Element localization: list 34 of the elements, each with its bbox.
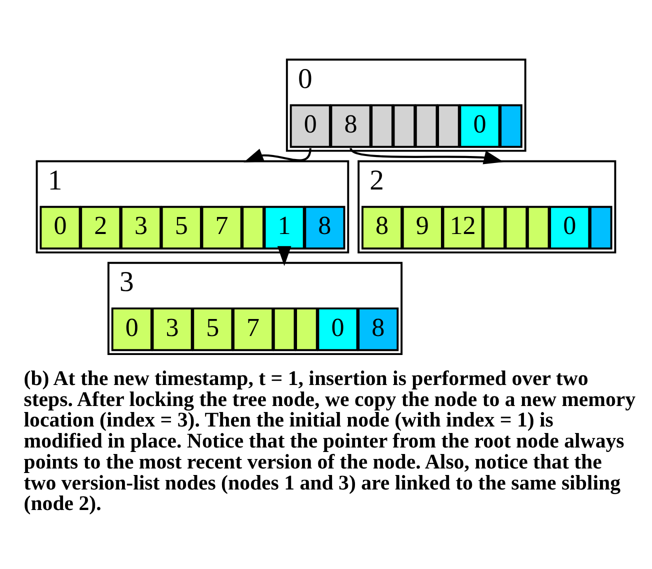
node-box: 7: [232, 306, 274, 351]
node-box: 8: [358, 306, 399, 351]
node-box: 3: [120, 205, 162, 249]
caption: (b) At the new timestamp, t = 1, insertion is performed over two steps. After locking the tree node, we copy the node to a new memory location (index = 3). Then the initial node (with index = 1) is modified in place. Notice that the pointer from the root node always points to the most recent version of the node. Also, notice that the two version-list nodes (nodes 1 and 3) are linked to the same sibling (node 2).: [24, 366, 636, 515]
node-box: 0: [317, 306, 358, 351]
node-box: 0: [111, 306, 152, 351]
node-box: [526, 205, 550, 249]
node-box: [242, 205, 264, 249]
node-box: [504, 205, 528, 249]
node-box: [437, 104, 460, 148]
node-box: [370, 104, 394, 148]
node-box: 8: [304, 205, 346, 249]
node-box: 2: [80, 205, 122, 249]
node-box: [272, 306, 296, 351]
node-box: 0: [290, 104, 331, 148]
node-box: 7: [201, 205, 242, 249]
node-box: 5: [192, 306, 234, 351]
node-box: [414, 104, 438, 148]
node-box: [500, 104, 522, 148]
node-box: [295, 306, 318, 351]
node-box: 0: [549, 205, 590, 249]
arrow: [244, 148, 312, 162]
node-box: 0: [40, 205, 81, 249]
node-box: 0: [459, 104, 500, 148]
node-box: 12: [442, 205, 484, 249]
node-box: [392, 104, 416, 148]
node-box: 8: [330, 104, 372, 148]
arrow: [277, 246, 292, 266]
node-box: [589, 205, 612, 249]
node-box: [482, 205, 506, 249]
node-box: 9: [402, 205, 443, 249]
node-box: 5: [160, 205, 202, 249]
node-box: 8: [362, 205, 403, 249]
node-box: 3: [152, 306, 193, 351]
